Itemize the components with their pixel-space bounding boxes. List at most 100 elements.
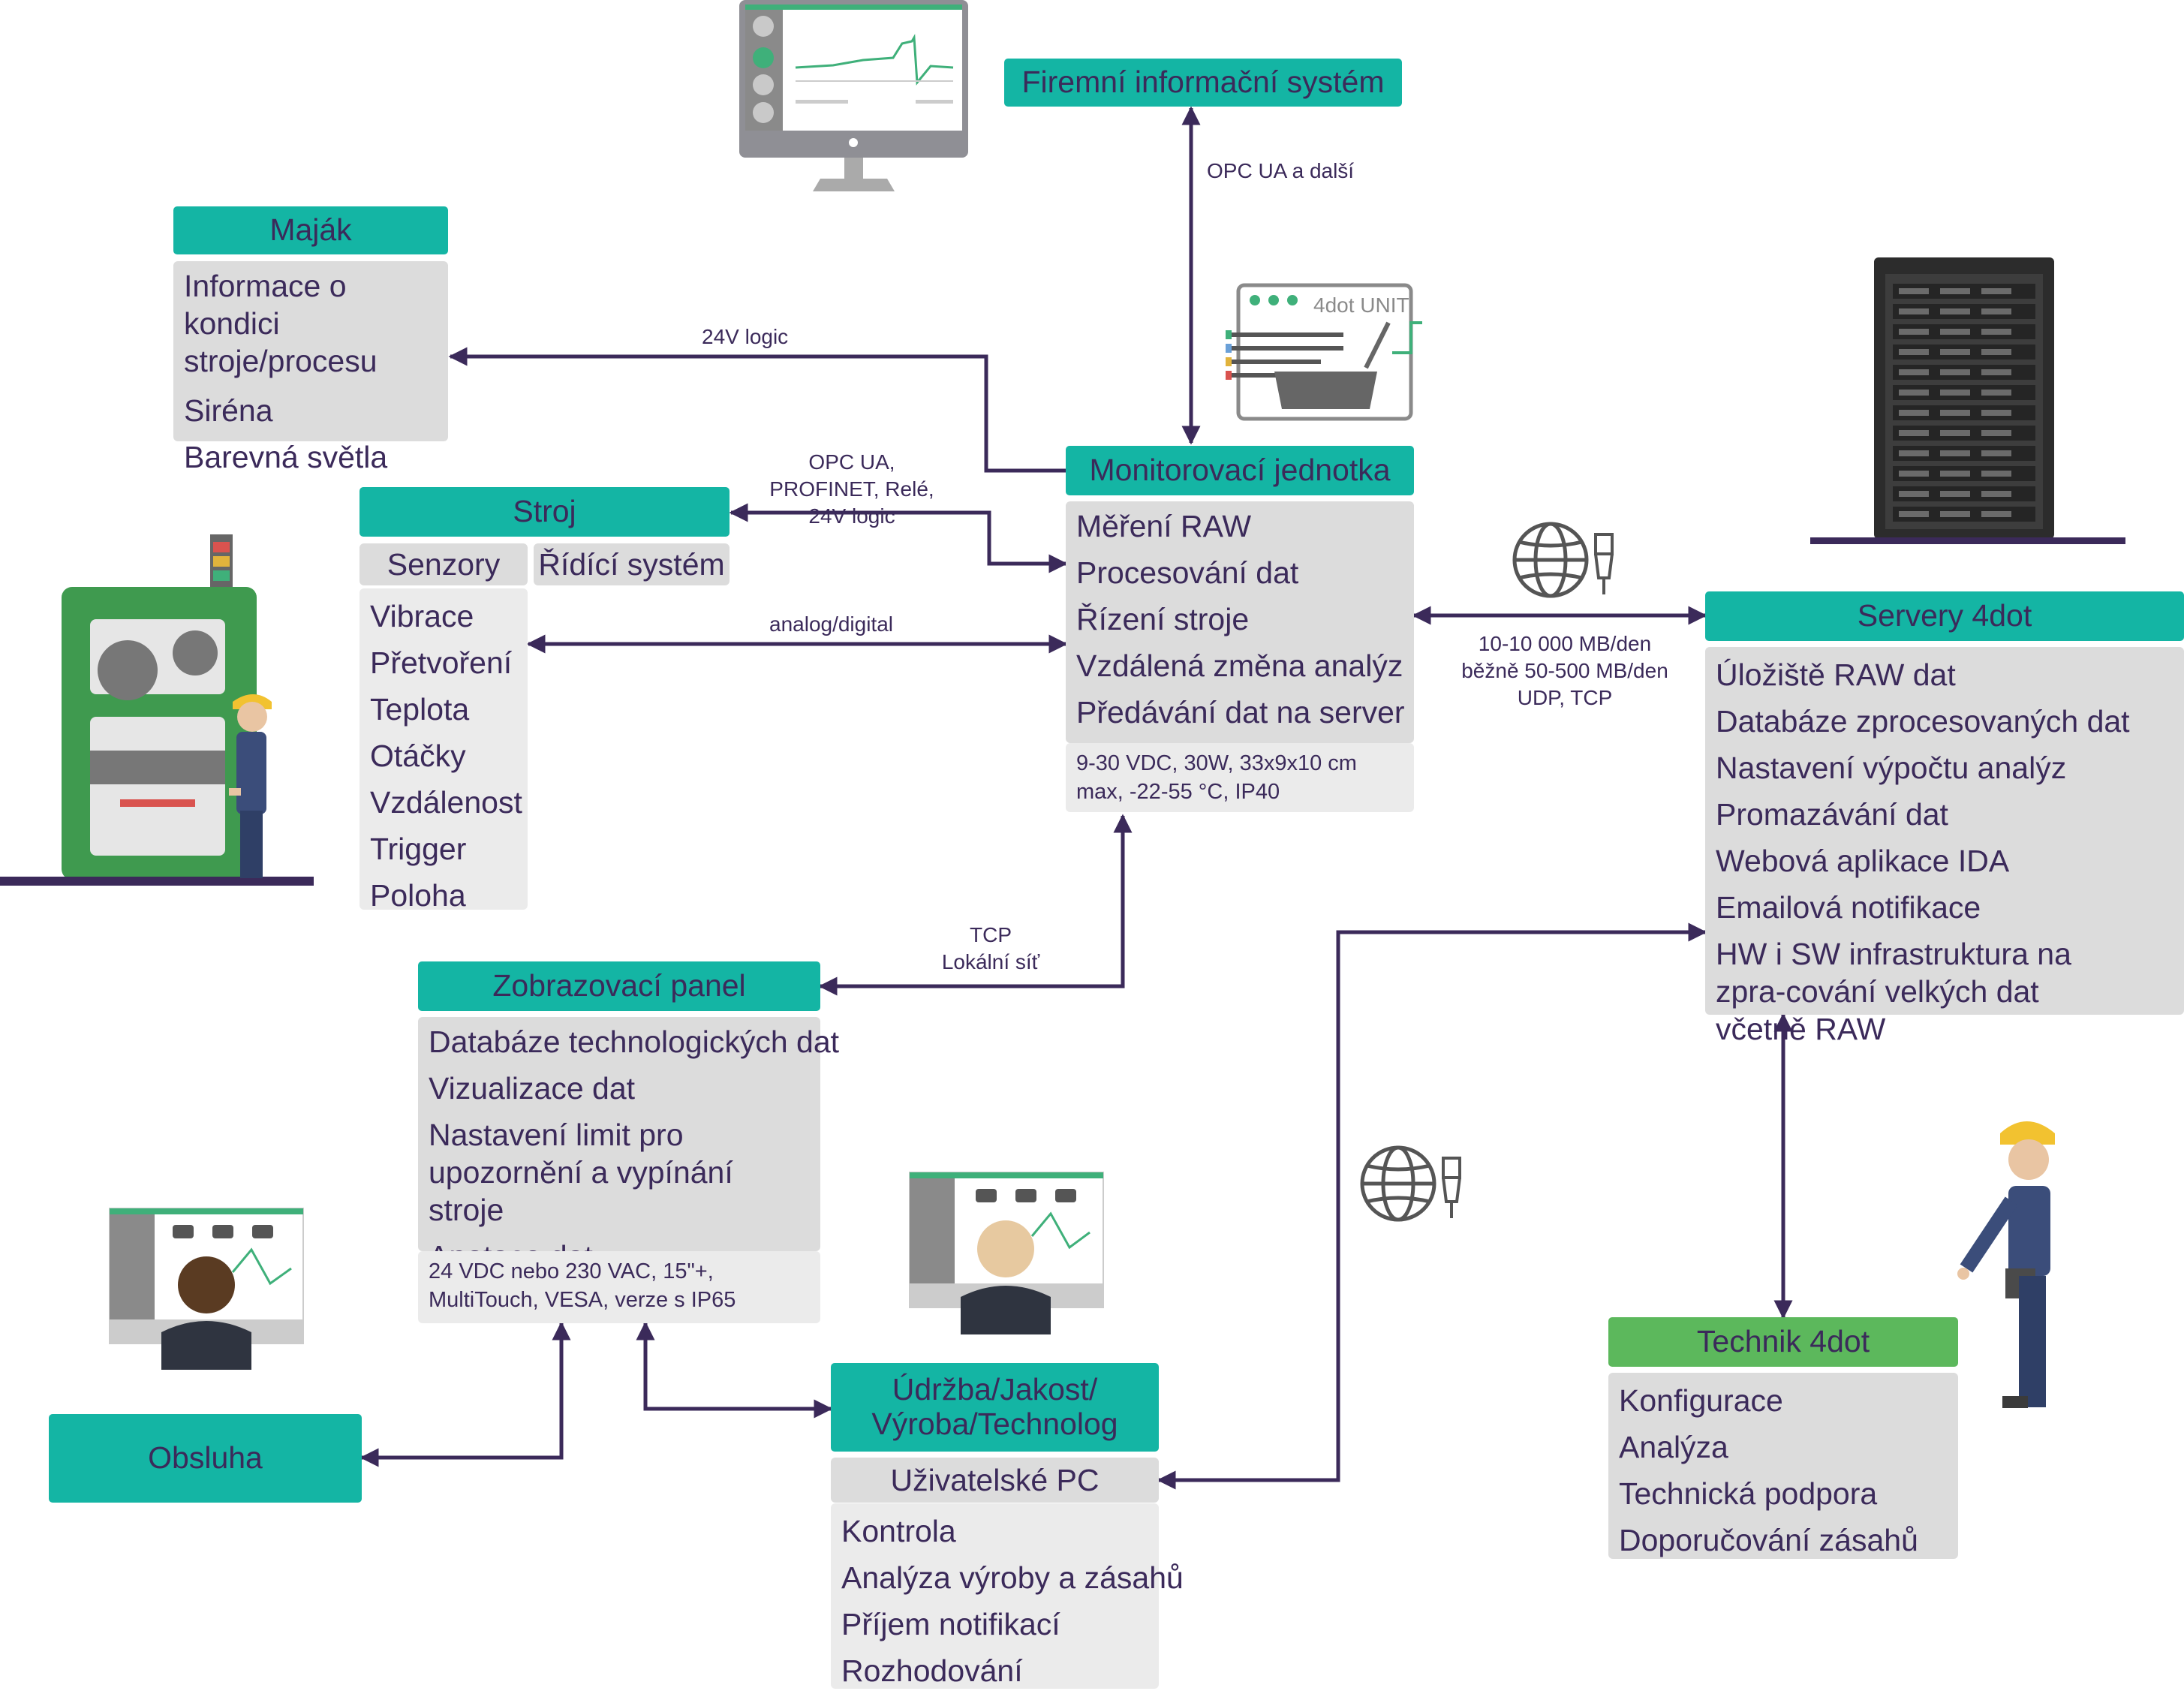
list-item: Technická podpora — [1619, 1476, 1878, 1511]
unit-label: 4dot UNIT — [1313, 293, 1409, 317]
servery-box: Úložiště RAW dat Databáze zprocesovaných… — [1705, 647, 2184, 1046]
list-item: Vizualizace dat — [429, 1071, 636, 1106]
list-item: Konfigurace — [1619, 1383, 1783, 1418]
rack-slot — [1981, 410, 2011, 416]
rack-slot — [1981, 390, 2011, 396]
list-item: Informace o kondici stroje/procesu — [184, 269, 378, 378]
worker-icon — [229, 694, 272, 878]
network-plug-icon — [1594, 533, 1614, 594]
monitor-unit-spec: 9-30 VDC, 30W, 33x9x10 cm max, -22-55 °C… — [1066, 743, 1414, 812]
rack-slot — [1940, 369, 1970, 375]
zobrazovaci-panel-header: Zobrazovací panel — [418, 961, 820, 1011]
spec-text: 24 VDC nebo 230 VAC, 15"+, MultiTouch, V… — [429, 1259, 736, 1312]
rack-slot — [1981, 450, 2011, 456]
rack-slot — [1899, 308, 1929, 314]
monitor-unit-box: Měření RAW Procesování dat Řízení stroje… — [1066, 501, 1414, 743]
edge-label-24v: 24V logic — [702, 325, 789, 348]
list-item: Doporučování zásahů — [1619, 1523, 1918, 1557]
rack-slot — [1899, 288, 1929, 294]
list-item: Nastavení výpočtu analýz — [1716, 751, 2067, 785]
globe-icon — [1512, 522, 1589, 598]
zobrazovaci-panel-box: Databáze technologických dat Vizualizace… — [418, 1017, 840, 1274]
rack-slot — [1899, 369, 1929, 375]
list-item: Úložiště RAW dat — [1716, 657, 1956, 692]
rack-slot — [1899, 430, 1929, 436]
list-item: Vibrace — [370, 599, 474, 633]
stroj-header: Stroj — [359, 487, 730, 537]
edge-label-opc-ua: OPC UA a další — [1207, 159, 1355, 182]
senzory-header: Senzory — [359, 543, 528, 585]
list-item: Databáze technologických dat — [429, 1025, 840, 1059]
conn-monitor-majak — [448, 347, 1066, 473]
rack-slot — [1981, 491, 2011, 497]
rack-slot — [1940, 390, 1970, 396]
press-machine-icon — [0, 534, 314, 886]
majak-title: Maják — [269, 212, 352, 248]
obsluha-header: Obsluha — [49, 1414, 362, 1503]
list-item: Siréna — [184, 393, 273, 428]
technik-title: Technik 4dot — [1696, 1324, 1870, 1359]
list-item: Otáčky — [370, 739, 466, 773]
list-item: Příjem notifikací — [841, 1607, 1060, 1641]
list-item: Vzdálená změna analýz — [1076, 648, 1403, 683]
rack-slot — [1981, 349, 2011, 355]
list-item: Promazávání dat — [1716, 797, 1948, 832]
conn-zobrazovaci-obsluha — [359, 1321, 571, 1467]
conn-monitor-zobrazovaci — [818, 814, 1133, 996]
rack-slot — [1940, 288, 1970, 294]
list-item: Nastavení limit pro upozornění a vypínán… — [429, 1118, 733, 1227]
conn-monitor-stroj-ridici — [729, 503, 1068, 573]
rack-slot — [1940, 491, 1970, 497]
list-item: Předávání dat na server — [1076, 695, 1405, 730]
edge-label-opc-profinet: OPC UA, PROFINET, Relé, 24V logic — [769, 450, 934, 528]
list-item: HW i SW infrastruktura na zpra-cování ve… — [1716, 937, 2071, 1046]
servery-title: Servery 4dot — [1857, 598, 2032, 633]
edge-label-tcp: TCP Lokální síť — [941, 923, 1040, 973]
4dot-unit-device-icon: 4dot UNIT — [1226, 283, 1422, 421]
ridici-system-title: Řídící systém — [538, 546, 725, 582]
stroj-title: Stroj — [513, 494, 576, 529]
rack-slot — [1899, 450, 1929, 456]
list-item: Databáze zprocesovaných dat — [1716, 704, 2130, 739]
list-item: Teplota — [370, 692, 470, 727]
rack-slot — [1981, 288, 2011, 294]
udrzba-box: Kontrola Analýza výroby a zásahů Příjem … — [831, 1503, 1184, 1689]
rack-slot — [1940, 410, 1970, 416]
list-item: Procesování dat — [1076, 555, 1299, 590]
servery-header: Servery 4dot — [1705, 591, 2184, 641]
rack-slot — [1981, 308, 2011, 314]
firemni-system-title: Firemní informační systém — [1021, 65, 1385, 100]
monitor-unit-title: Monitorovací jednotka — [1089, 453, 1391, 488]
udrzba-header: Údržba/Jakost/ Výroba/Technolog — [831, 1363, 1159, 1452]
rack-slot — [1899, 511, 1929, 517]
list-item: Měření RAW — [1076, 509, 1252, 543]
zobrazovaci-panel-title: Zobrazovací panel — [492, 968, 746, 1003]
technik-header: Technik 4dot — [1608, 1317, 1958, 1367]
rack-slot — [1981, 369, 2011, 375]
edge-label-net: 10-10 000 MB/den běžně 50-500 MB/den UDP… — [1461, 632, 1668, 709]
majak-box: Informace o kondici stroje/procesu Sirén… — [173, 261, 448, 474]
globe-icon — [1360, 1145, 1436, 1222]
list-item: Analýza — [1619, 1430, 1728, 1464]
rack-slot — [1940, 349, 1970, 355]
uzivatelske-pc-title: Uživatelské PC — [890, 1462, 1100, 1497]
monitor-unit-header: Monitorovací jednotka — [1066, 446, 1414, 495]
worker-icon — [1957, 1121, 2055, 1408]
ridici-system-header: Řídící systém — [534, 543, 730, 585]
rack-slot — [1981, 430, 2011, 436]
list-item: Řízení stroje — [1076, 602, 1250, 636]
list-item: Emailová notifikace — [1716, 890, 1981, 925]
rack-slot — [1899, 390, 1929, 396]
list-item: Webová aplikace IDA — [1716, 844, 2010, 878]
list-item: Kontrola — [841, 1514, 956, 1548]
rack-slot — [1981, 471, 2011, 477]
connectors — [359, 106, 1793, 1490]
senzory-list: Vibrace Přetvoření Teplota Otáčky Vzdále… — [359, 588, 528, 913]
rack-slot — [1981, 511, 2011, 517]
list-item: Barevná světla — [184, 440, 388, 474]
firemni-system-header: Firemní informační systém — [1004, 59, 1402, 107]
rack-slot — [1940, 430, 1970, 436]
edge-label-analog: analog/digital — [769, 612, 894, 636]
rack-slot — [1981, 329, 2011, 335]
list-item: Poloha — [370, 878, 466, 913]
